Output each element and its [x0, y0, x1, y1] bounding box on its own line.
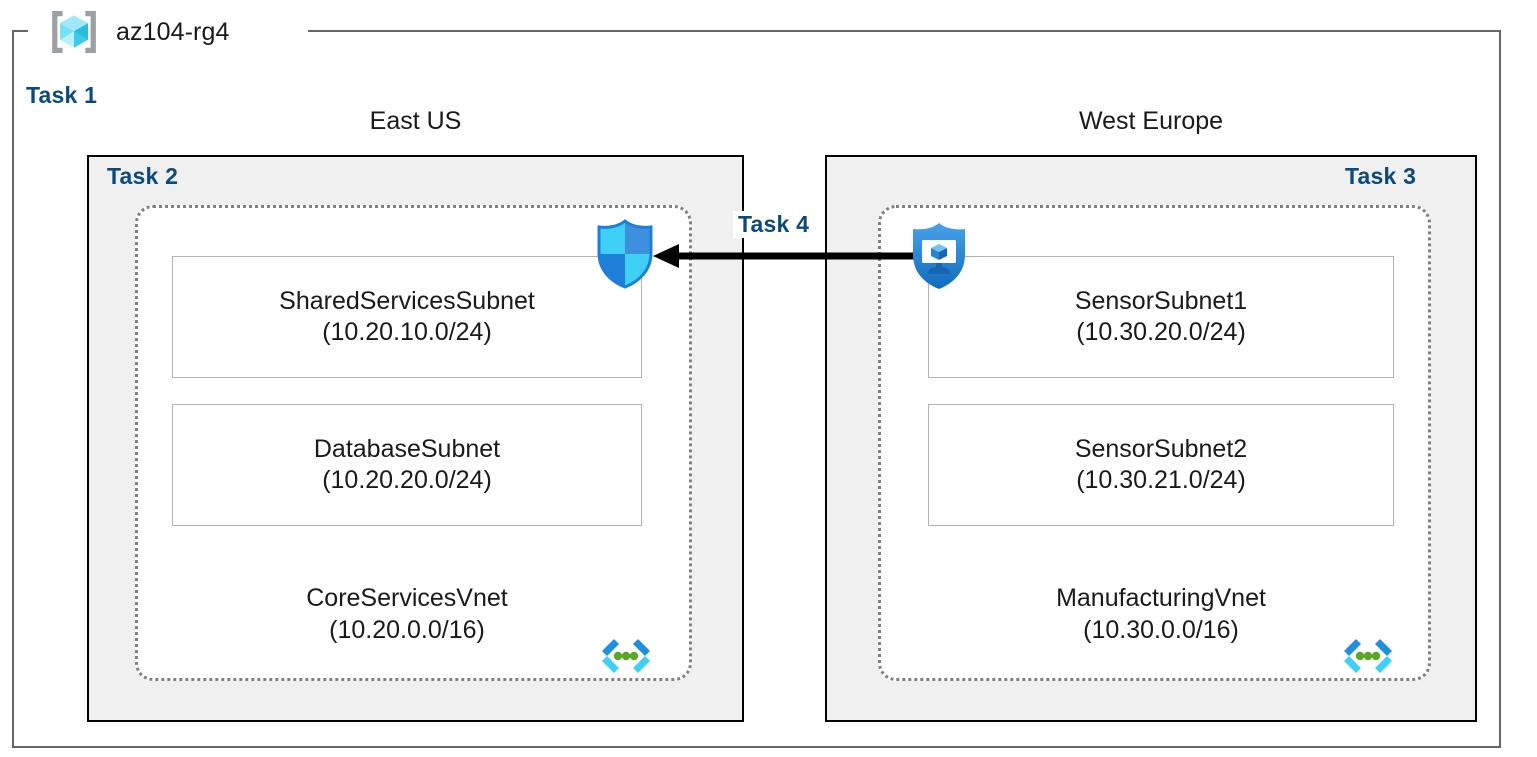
subnet-cidr: (10.20.10.0/24) [322, 318, 492, 346]
region-caption-east-us: East US [369, 107, 462, 135]
subnet-sensor-1: SensorSubnet1 (10.30.20.0/24) [928, 256, 1394, 378]
task-4-label: Task 4 [733, 211, 815, 238]
network-security-group-shield-icon [597, 219, 653, 289]
resource-group-frame [12, 30, 1501, 748]
task-3-label: Task 3 [1345, 163, 1417, 189]
vnet-name: CoreServicesVnet [306, 584, 508, 612]
subnet-cidr: (10.20.20.0/24) [322, 466, 492, 494]
virtual-network-icon [1344, 639, 1392, 673]
subnet-name: SensorSubnet1 [1074, 286, 1248, 315]
vnet-caption-core-services: CoreServicesVnet (10.20.0.0/16) [172, 583, 642, 646]
subnet-cidr: (10.30.20.0/24) [1076, 318, 1246, 346]
virtual-network-icon [602, 639, 650, 673]
subnet-shared-services: SharedServicesSubnet (10.20.10.0/24) [172, 256, 642, 378]
region-caption-west-europe: West Europe [1078, 107, 1224, 135]
subnet-database: DatabaseSubnet (10.20.20.0/24) [172, 404, 642, 526]
resource-group-cube-icon [52, 11, 96, 53]
subnet-sensor-2: SensorSubnet2 (10.30.21.0/24) [928, 404, 1394, 526]
vnet-cidr: (10.30.0.0/16) [1083, 615, 1239, 644]
task-1-label: Task 1 [26, 82, 98, 108]
subnet-cidr: (10.30.21.0/24) [1076, 466, 1246, 494]
vnet-caption-manufacturing: ManufacturingVnet (10.30.0.0/16) [928, 583, 1394, 646]
resource-group-header: az104-rg4 [46, 4, 229, 60]
task-2-label: Task 2 [107, 163, 179, 189]
vnet-name: ManufacturingVnet [1056, 584, 1266, 612]
subnet-name: SensorSubnet2 [1074, 434, 1248, 463]
resource-group-name: az104-rg4 [116, 17, 230, 46]
virtual-machine-shield-icon [913, 223, 965, 289]
subnet-name: SharedServicesSubnet [279, 286, 535, 315]
peering-arrow-icon [653, 244, 917, 268]
vnet-cidr: (10.20.0.0/16) [329, 615, 485, 644]
subnet-name: DatabaseSubnet [313, 434, 501, 463]
